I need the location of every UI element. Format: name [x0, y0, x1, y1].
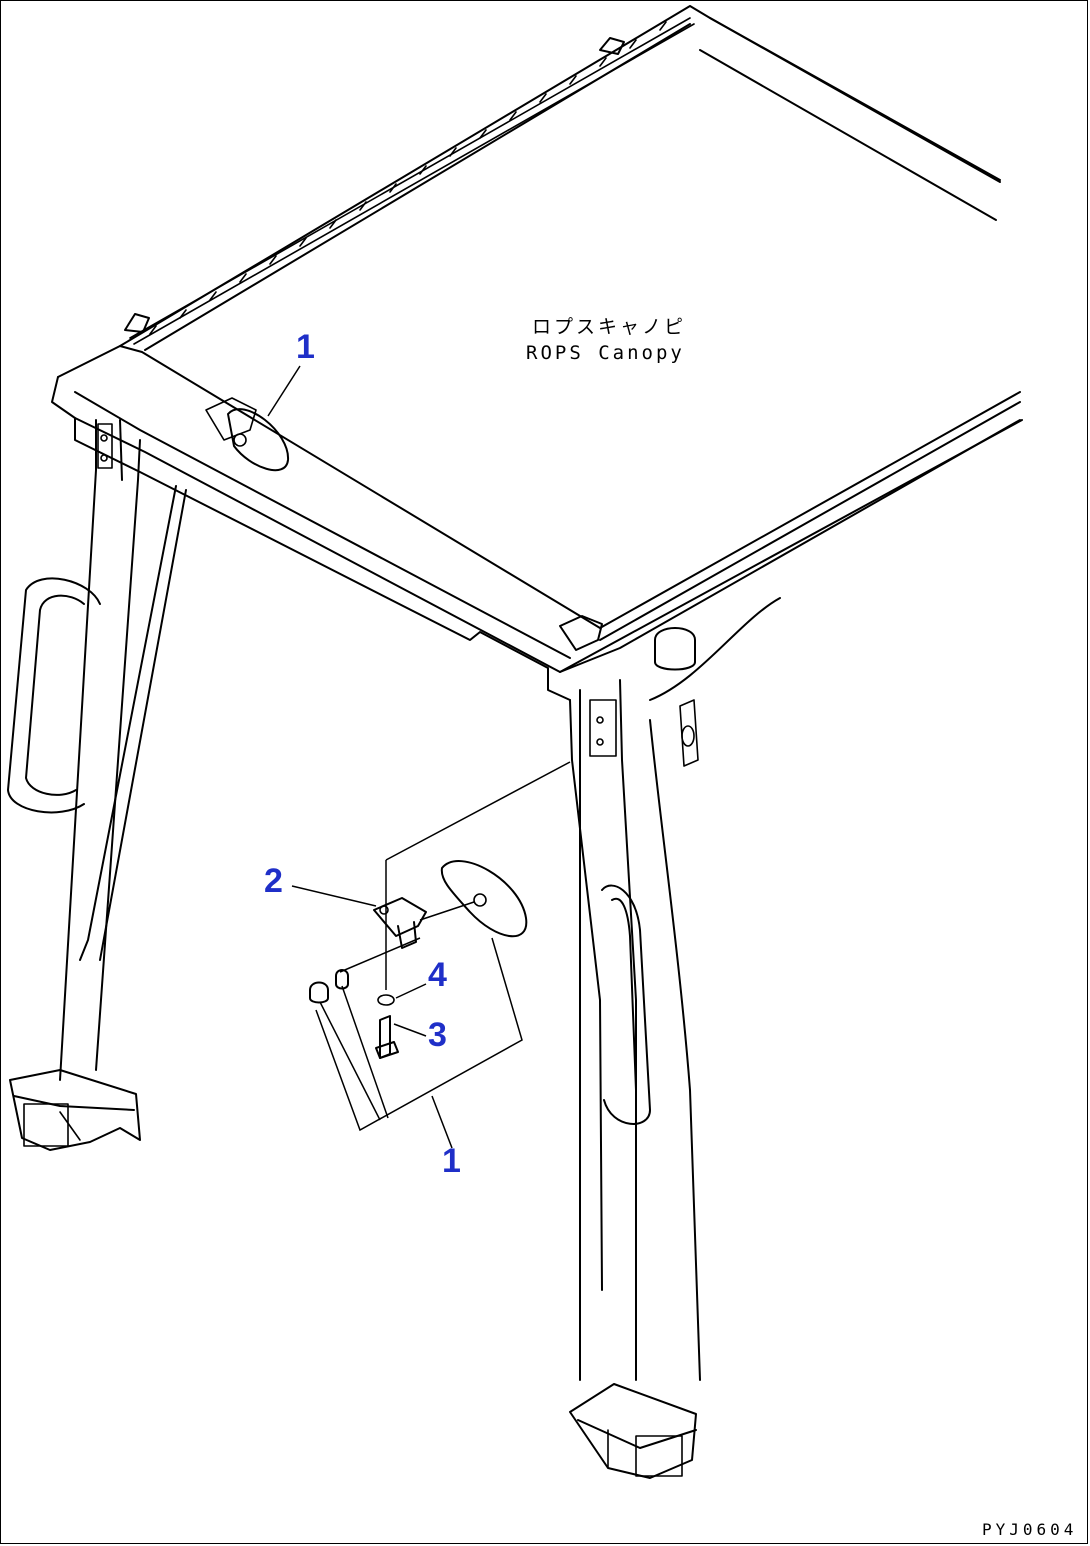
right-pillar	[559, 597, 781, 1479]
callout-washer: 4	[428, 956, 447, 994]
part-label-japanese: ロプスキャノピ	[532, 316, 687, 338]
left-pillar	[7, 419, 187, 1151]
exploded-mirror-assembly	[291, 761, 571, 1149]
callout-bolt: 3	[428, 1016, 447, 1054]
part-label-english: ROPS Canopy	[526, 342, 685, 364]
callout-bracket: 2	[264, 862, 283, 900]
callout-mirror-assembly: 1	[442, 1142, 461, 1180]
roof-mirror	[205, 365, 301, 472]
roof-outline	[51, 5, 1023, 701]
drawing-code: PYJ0604	[982, 1520, 1078, 1539]
callout-roof-mirror: 1	[296, 328, 315, 366]
